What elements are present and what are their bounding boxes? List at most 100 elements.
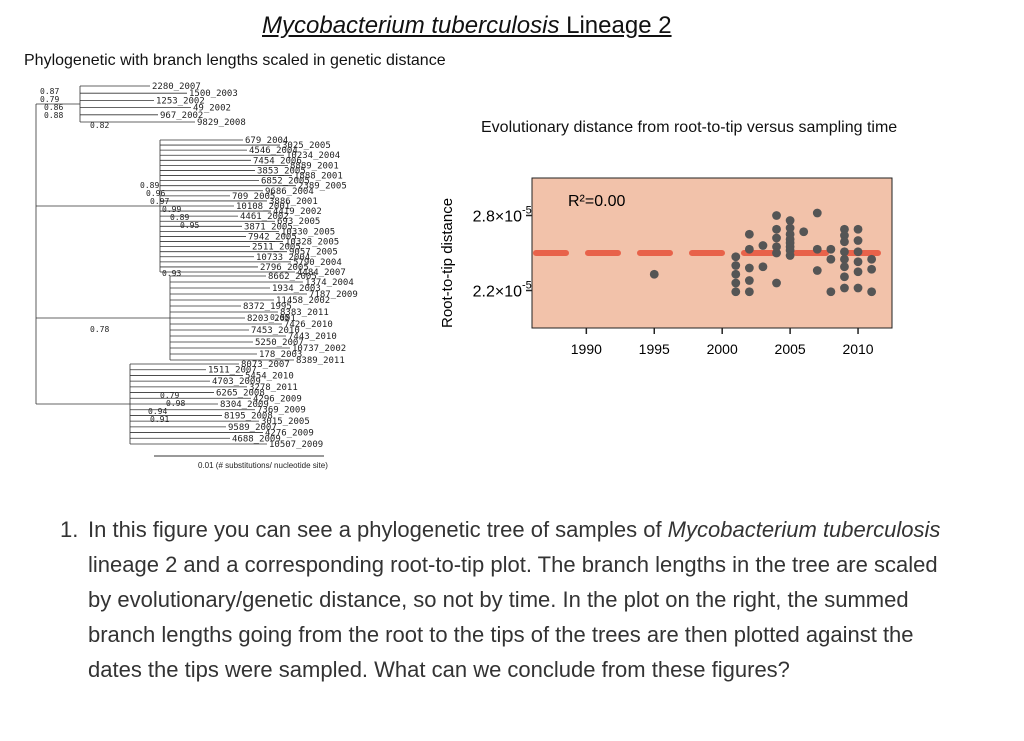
tree-tip-label: 3015_2005 <box>261 417 310 427</box>
tree-subtitle: Phylogenetic with branch lengths scaled … <box>24 52 446 69</box>
tree-support-value: 0.78 <box>90 325 109 334</box>
x-tick-label: 2005 <box>775 341 806 357</box>
tree-support-value: 0.95 <box>180 221 199 230</box>
tree-tip-label: 10733_2004 <box>256 253 310 263</box>
tree-tip-label: 8073_2007 <box>241 360 290 370</box>
data-point <box>840 272 849 282</box>
data-point <box>799 227 809 237</box>
tree-tip-label: 8389_2011 <box>296 356 345 366</box>
tree-tip-label: 4419_2002 <box>273 207 322 217</box>
tree-tip-label: 4276_2009 <box>265 429 314 439</box>
data-point <box>867 287 877 297</box>
y-tick-exponent: -5 <box>522 280 532 292</box>
data-point <box>772 233 781 243</box>
tree-support-value: 0.88 <box>44 111 63 120</box>
data-point <box>731 287 741 297</box>
tree-support-value: 0.99 <box>162 205 181 214</box>
tree-tip-label: 679_2004 <box>245 136 288 146</box>
data-point <box>744 276 754 285</box>
tree-tip-label: 8372_1995 <box>243 302 292 312</box>
tree-support-value: 0.93 <box>162 269 181 278</box>
tree-tip-label: 8304_2009 <box>220 400 269 410</box>
tree-tip-label: 6852_2005 <box>261 177 310 187</box>
tree-tip-label: 3025_2005 <box>282 141 331 151</box>
tree-tip-label: 9686_2004 <box>265 187 314 197</box>
data-point <box>731 252 741 262</box>
title-rest: Lineage 2 <box>559 12 672 39</box>
tree-scale-label: 0.01 (# substitutions/ nucleotide site) <box>198 461 328 470</box>
data-point <box>826 254 836 264</box>
data-point <box>840 224 849 234</box>
r2-annotation: R²=0.00 <box>568 193 625 210</box>
tree-tip-label: 1511_2007 <box>208 366 257 376</box>
data-point <box>826 287 836 297</box>
tree-tip-label: 5790_2004 <box>293 258 342 268</box>
tree-tip-labels: 2280_20071500_20031253_200249_2002967_20… <box>152 82 358 450</box>
x-tick-label: 1995 <box>639 341 670 357</box>
title-italic: Mycobacterium tuberculosis <box>262 12 560 39</box>
tree-tip-label: 7187_2009 <box>309 290 358 300</box>
data-point <box>731 269 741 279</box>
data-point <box>772 278 781 288</box>
tree-support-values: 0.870.790.860.880.820.890.960.970.990.89… <box>40 87 289 424</box>
tree-tip-label: 8195_2008 <box>224 411 273 421</box>
tree-tip-label: 10108_2001 <box>236 202 290 212</box>
tree-support-value: 0.97 <box>150 197 169 206</box>
tree-tip-label: 6265_2008 <box>216 389 265 399</box>
tree-tip-label: 3853_2005 <box>257 166 306 176</box>
tree-tip-label: 8662_2005 <box>268 272 317 282</box>
tree-tip-label: 9829_2008 <box>197 118 246 128</box>
data-point <box>867 254 877 264</box>
data-point <box>772 248 781 258</box>
data-point <box>772 224 781 234</box>
tree-support-value: 0.94 <box>148 407 167 416</box>
tree-tip-label: 2796_2005 <box>260 263 309 273</box>
data-point <box>785 216 795 225</box>
data-point <box>744 229 754 239</box>
data-point <box>840 247 849 257</box>
tree-tip-label: 967_2002 <box>160 111 203 121</box>
data-point <box>649 269 659 279</box>
tree-support-value: 0.79 <box>40 95 59 104</box>
data-point <box>840 237 849 247</box>
tree-tip-label: 709_2005 <box>232 192 275 202</box>
tree-branches <box>35 85 307 445</box>
tree-tip-label: 1253_2002 <box>156 96 205 106</box>
tree-support-value: 0.89 <box>170 213 189 222</box>
tree-tip-label: 4688_2009 <box>232 434 281 444</box>
tree-tip-label: 5250_2007 <box>255 338 304 348</box>
tree-tip-label: 3278_2011 <box>249 383 298 393</box>
question-species: Mycobacterium tuberculosis <box>667 517 941 542</box>
question-text-part2: lineage 2 and a corresponding root-to-ti… <box>88 552 938 682</box>
tree-tip-label: 1934_2003 <box>272 284 321 294</box>
tree-support-value: 0.91 <box>150 415 169 424</box>
y-axis: 2.2×10-52.8×10-5 <box>473 205 532 301</box>
x-tick-label: 2000 <box>707 341 738 357</box>
y-tick-label: 2.2×10 <box>473 284 522 301</box>
figure-title: Mycobacterium tuberculosis Lineage 2 <box>262 12 672 40</box>
data-point <box>826 244 836 254</box>
data-point <box>772 211 781 220</box>
tree-tip-label: 693_2005 <box>277 217 320 227</box>
data-point <box>772 242 781 252</box>
tree-tip-label: 1374_2004 <box>305 278 354 288</box>
x-tick-label: 2010 <box>842 341 873 357</box>
data-point <box>853 267 863 277</box>
data-point <box>853 236 863 245</box>
data-point <box>853 257 863 267</box>
tree-tip-label: 7942_2005 <box>248 232 297 242</box>
tree-tip-label: 4703_2009 <box>212 377 261 387</box>
phylogenetic-tree: 2280_20071500_20031253_200249_2002967_20… <box>35 82 358 470</box>
y-tick-label: 2.8×10 <box>473 209 522 226</box>
tree-support-value: 0.82 <box>90 121 109 130</box>
data-point <box>853 224 863 234</box>
data-point <box>744 244 754 254</box>
tree-tip-label: 4296_2009 <box>253 394 302 404</box>
tree-tip-label: 10234_2004 <box>286 151 340 161</box>
tree-tip-label: 4546_2004 <box>249 146 298 156</box>
tree-tip-label: 9057_2005 <box>289 248 338 258</box>
data-point <box>840 283 849 293</box>
tree-support-value: 0.79 <box>160 391 179 400</box>
tree-tip-label: 7369_2009 <box>257 406 306 416</box>
